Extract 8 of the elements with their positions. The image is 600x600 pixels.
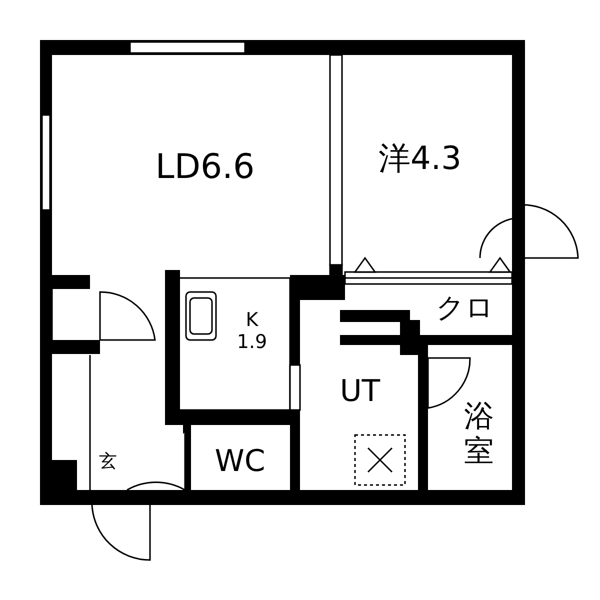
room-label: クロ bbox=[425, 292, 505, 324]
room-label: 浴室 bbox=[462, 400, 496, 469]
room-label: LD6.6 bbox=[140, 148, 270, 188]
room-label: UT bbox=[325, 375, 395, 410]
room-label: WC bbox=[195, 445, 285, 480]
room-label: 玄 bbox=[95, 452, 121, 473]
room-label: 洋4.3 bbox=[370, 140, 470, 177]
room-label: K 1.9 bbox=[232, 310, 272, 354]
